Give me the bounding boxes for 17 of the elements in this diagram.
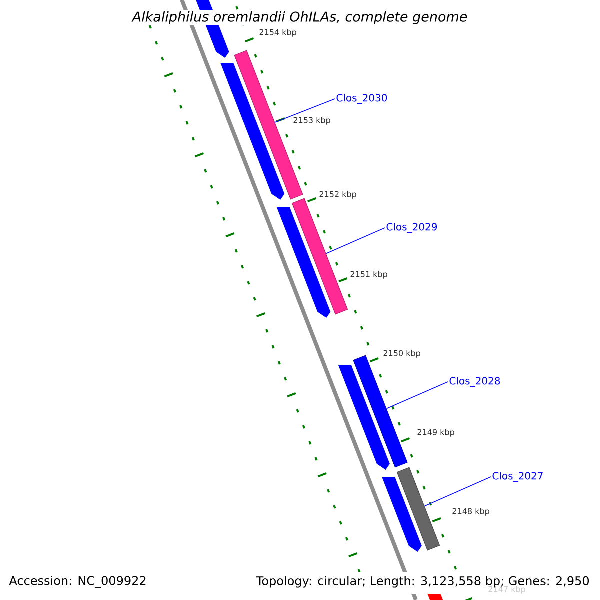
- gene-bar: [396, 467, 440, 551]
- footer-text: Accession: NC_009922: [9, 576, 146, 588]
- gene-label: Clos_2030: [336, 94, 388, 104]
- gene-bar: [292, 198, 348, 315]
- leader-line: [274, 98, 336, 123]
- gene-label: Clos_2029: [386, 223, 438, 233]
- footer-text: Topology: circular; Length: 3,123,558 bp; Genes: 2,950: [256, 576, 590, 588]
- leader-line: [326, 228, 386, 254]
- tick-label: 2150 kbp: [384, 350, 420, 358]
- tick-label: 2153 kbp: [294, 117, 330, 125]
- leader-line: [424, 476, 492, 507]
- leader-line: [386, 382, 448, 410]
- gene-label: Clos_2028: [450, 377, 500, 387]
- gene-bar: [353, 355, 408, 468]
- tick-label: 2152 kbp: [320, 191, 356, 199]
- title: Alkaliphilus oremlandii OhILAs, complete genome: [131, 10, 469, 26]
- gene-label: Clos_2027: [492, 472, 543, 482]
